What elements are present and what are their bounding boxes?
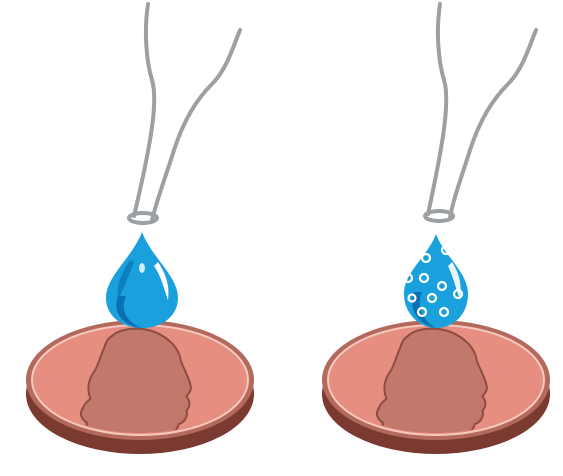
left-dropper — [129, 4, 240, 223]
left-panel — [26, 4, 254, 476]
right-dropper — [425, 4, 536, 221]
left-penny — [26, 320, 254, 476]
right-penny — [322, 320, 550, 476]
left-water-drop — [106, 232, 178, 328]
right-water-drop — [404, 234, 468, 328]
right-panel — [322, 4, 550, 476]
